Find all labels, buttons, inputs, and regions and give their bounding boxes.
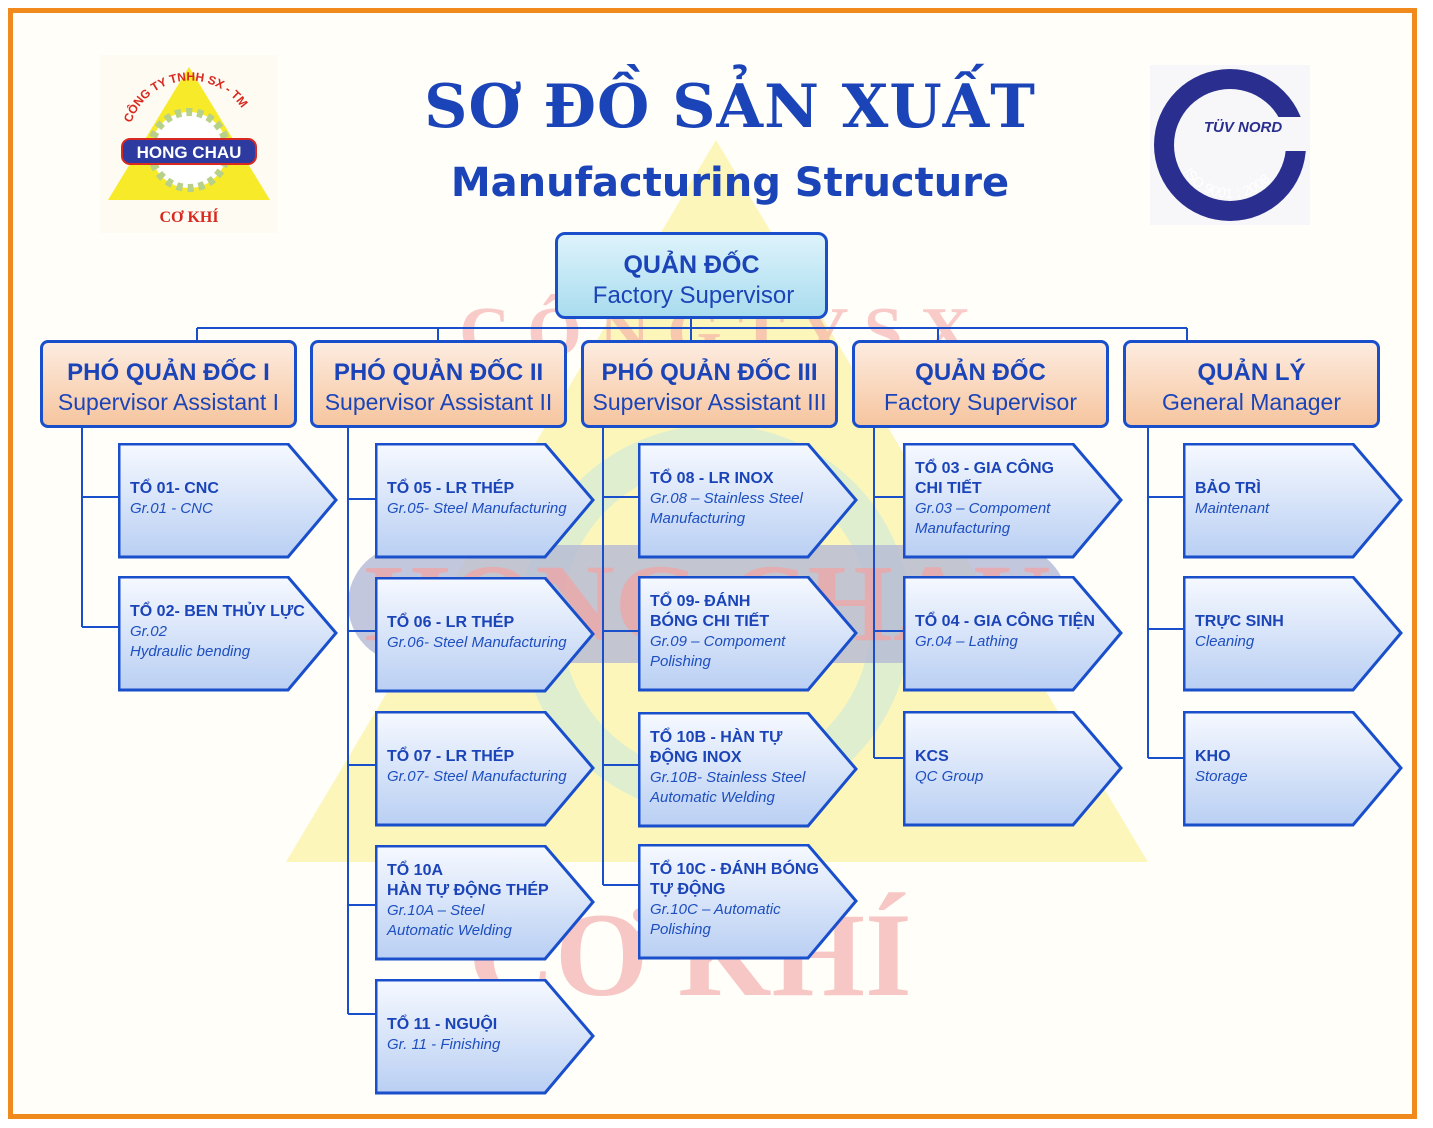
page-subtitle: Manufacturing Structure <box>450 160 1010 206</box>
group-name: TỔ 03 - GIA CÔNG CHI TIẾT <box>915 460 1054 497</box>
group-name: TỔ 10C - ĐÁNH BÓNG TỰ ĐỘNG <box>650 861 819 898</box>
node-supervisor-assistant-2: PHÓ QUẢN ĐỐC II Supervisor Assistant II <box>310 340 567 428</box>
group-box: BẢO TRÌ Maintenant <box>1183 443 1405 561</box>
node-title: PHÓ QUẢN ĐỐC III <box>601 359 818 386</box>
node-subtitle: General Manager <box>1162 389 1341 415</box>
group-sub: Gr.07- Steel Manufacturing <box>387 768 567 785</box>
group-name: TỔ 06 - LR THÉP <box>387 614 515 631</box>
group-sub: Gr.08 – Stainless Steel Manufacturing <box>650 490 803 527</box>
group-sub: Gr.01 - CNC <box>130 500 213 517</box>
node-title: PHÓ QUẢN ĐỐC II <box>333 359 544 386</box>
group-box: TRỰC SINH Cleaning <box>1183 576 1405 694</box>
group-name: TỔ 04 - GIA CÔNG TIỆN <box>915 613 1095 630</box>
logo-bottom-text: CƠ KHÍ <box>159 207 218 226</box>
node-supervisor-assistant-3: PHÓ QUẢN ĐỐC III Supervisor Assistant II… <box>581 340 838 428</box>
group-sub: Storage <box>1195 768 1248 785</box>
node-general-manager: QUẢN LÝ General Manager <box>1123 340 1380 428</box>
group-box: TỔ 07 - LR THÉP Gr.07- Steel Manufacturin… <box>375 711 597 829</box>
group-sub: Gr.10B- Stainless Steel Automatic Weldin… <box>650 769 806 806</box>
group-box: TỔ 08 - LR INOX Gr.08 – Stainless Steel M… <box>638 443 860 561</box>
group-name: TỔ 02- BEN THỦY LỰC <box>130 603 305 620</box>
group-sub: Gr. 11 - Finishing <box>387 1036 501 1053</box>
group-name: KHO <box>1195 748 1231 765</box>
group-sub: Gr.03 – Compoment Manufacturing <box>915 500 1051 537</box>
group-box: TỔ 02- BEN THỦY LỰC Gr.02 Hydraulic bendi… <box>118 576 340 694</box>
node-subtitle: Factory Supervisor <box>883 389 1077 415</box>
group-name: TỔ 11 - NGUỘI <box>387 1016 498 1033</box>
group-sub: Gr.09 – Compoment Polishing <box>650 633 786 670</box>
group-box: TỔ 04 - GIA CÔNG TIỆN Gr.04 – Lathing <box>903 576 1125 694</box>
node-title: QUẢN ĐỐC <box>623 251 760 279</box>
group-sub: Gr.04 – Lathing <box>915 633 1018 650</box>
group-name: BẢO TRÌ <box>1195 480 1261 497</box>
group-box: TỔ 06 - LR THÉP Gr.06- Steel Manufacturin… <box>375 577 597 695</box>
group-name: TRỰC SINH <box>1195 613 1284 630</box>
node-factory-supervisor-top: QUẢN ĐỐC Factory Supervisor <box>555 232 828 319</box>
group-sub: Gr.05- Steel Manufacturing <box>387 500 567 517</box>
logo-band-text: HONG CHAU <box>137 143 242 162</box>
node-title: PHÓ QUẢN ĐỐC I <box>67 359 270 386</box>
group-box: KHO Storage <box>1183 711 1405 829</box>
group-name: TỔ 01- CNC <box>130 480 219 497</box>
group-sub: Gr.10C – Automatic Polishing <box>650 901 781 938</box>
group-sub: Gr.02 Hydraulic bending <box>130 623 251 660</box>
node-supervisor-assistant-1: PHÓ QUẢN ĐỐC I Supervisor Assistant I <box>40 340 297 428</box>
node-subtitle: Supervisor Assistant III <box>592 389 827 415</box>
node-title: QUẢN ĐỐC <box>915 359 1046 386</box>
node-subtitle: Supervisor Assistant I <box>57 389 280 415</box>
iso-brand-text: TÜV NORD <box>1204 119 1283 136</box>
page-title: SƠ ĐỒ SẢN XUẤT <box>424 72 1036 142</box>
node-title: QUẢN LÝ <box>1197 359 1306 386</box>
group-sub: Maintenant <box>1195 500 1270 517</box>
node-subtitle: Supervisor Assistant II <box>324 389 553 415</box>
iso-logo: TÜV NORD ISO 9001 : 2008 <box>1150 65 1310 225</box>
group-name: TỔ 10B - HÀN TỰ ĐỘNG INOX <box>650 729 783 766</box>
group-sub: Cleaning <box>1195 633 1255 650</box>
group-name: TỔ 07 - LR THÉP <box>387 748 515 765</box>
group-sub: QC Group <box>915 768 984 785</box>
group-box: TỔ 01- CNC Gr.01 - CNC <box>118 443 340 561</box>
group-name: TỔ 08 - LR INOX <box>650 470 774 487</box>
group-sub: Gr.06- Steel Manufacturing <box>387 634 567 651</box>
company-logo: CÔNG TY TNHH SX - TM HONG CHAU CƠ KHÍ <box>100 55 278 233</box>
group-box: TỔ 11 - NGUỘI Gr. 11 - Finishing <box>375 979 597 1097</box>
group-name: TỔ 05 - LR THÉP <box>387 480 515 497</box>
group-name: TỔ 10A HÀN TỰ ĐỘNG THÉP <box>387 862 549 899</box>
group-box: KCS QC Group <box>903 711 1125 829</box>
node-factory-supervisor: QUẢN ĐỐC Factory Supervisor <box>852 340 1109 428</box>
group-sub: Gr.10A – Steel Automatic Welding <box>387 902 512 939</box>
group-name: KCS <box>915 748 949 765</box>
node-subtitle: Factory Supervisor <box>592 282 795 309</box>
group-name: TỔ 09- ĐÁNH BÓNG CHI TIẾT <box>650 593 770 630</box>
group-box: TỔ 05 - LR THÉP Gr.05- Steel Manufacturin… <box>375 443 597 561</box>
